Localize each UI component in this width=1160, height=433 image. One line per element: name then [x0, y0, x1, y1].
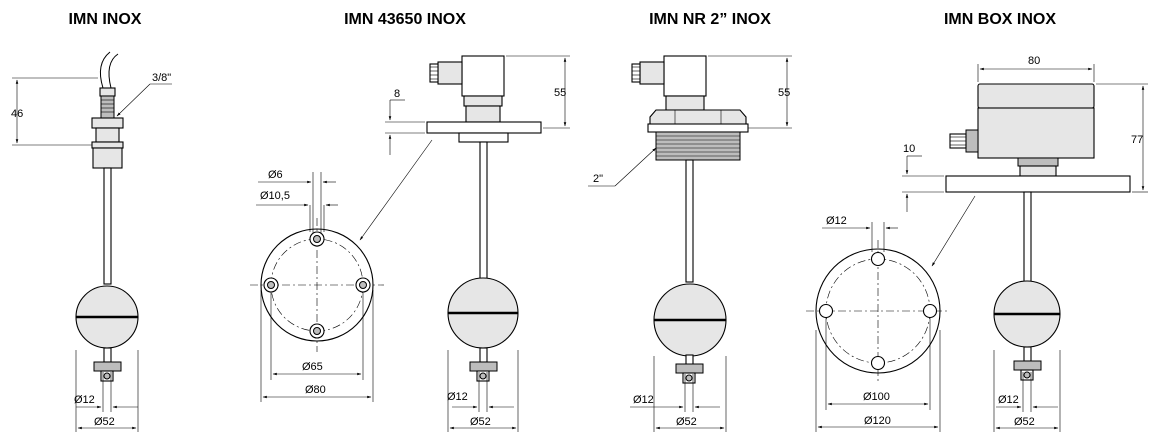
dim-hole-10-5: Ø10,5	[260, 190, 290, 202]
dim-bolt-circle-100: Ø100	[863, 391, 890, 403]
bolt-hole	[922, 303, 938, 319]
dim-hole-6: Ø6	[268, 169, 283, 181]
title-imn-box-inox: IMN BOX INOX	[944, 11, 1056, 28]
dim-float-52: Ø52	[676, 416, 697, 428]
drawing-imn-inox: 46 3/8" Ø12 Ø52	[11, 51, 172, 432]
dim-thread-3-8: 3/8"	[152, 72, 171, 84]
bolt-hole	[309, 323, 325, 339]
dim-flange-80: Ø80	[305, 384, 326, 396]
dim-float-52: Ø52	[1014, 416, 1035, 428]
dim-stem-12: Ø12	[998, 394, 1019, 406]
dim-float-52: Ø52	[94, 416, 115, 428]
dim-stem-12: Ø12	[633, 394, 654, 406]
drawing-imn-box-inox: 80 77 10 Ø12 Ø100	[806, 55, 1148, 432]
bolt-hole	[870, 355, 886, 371]
bolt-hole	[309, 231, 325, 247]
bolt-hole	[355, 277, 371, 293]
bolt-hole	[870, 251, 886, 267]
dim-flange-8: 8	[394, 88, 400, 100]
bolt-hole	[818, 303, 834, 319]
drawing-imn-nr-2-inox: 55 2" Ø12 Ø52	[588, 55, 792, 432]
dim-flange-10: 10	[903, 143, 915, 155]
title-imn-inox: IMN INOX	[69, 11, 142, 28]
dim-box-80: 80	[1028, 55, 1040, 67]
dim-box-77: 77	[1131, 134, 1143, 146]
dim-thread-2: 2"	[593, 173, 603, 185]
title-imn-43650-inox: IMN 43650 INOX	[344, 11, 466, 28]
dim-flange-120: Ø120	[864, 415, 891, 427]
drawing-imn-43650-inox: 55 8 Ø6 Ø10,5 Ø65	[250, 55, 570, 432]
dim-hole-12: Ø12	[826, 215, 847, 227]
dim-head-55: 55	[778, 87, 790, 99]
dim-stem-12: Ø12	[447, 391, 468, 403]
dim-bolt-circle-65: Ø65	[302, 361, 323, 373]
dim-height-46: 46	[11, 108, 23, 120]
title-imn-nr-2-inox: IMN NR 2” INOX	[649, 11, 771, 28]
bolt-hole	[263, 277, 279, 293]
dim-head-55: 55	[554, 87, 566, 99]
dim-float-52: Ø52	[470, 416, 491, 428]
dim-stem-12: Ø12	[74, 394, 95, 406]
